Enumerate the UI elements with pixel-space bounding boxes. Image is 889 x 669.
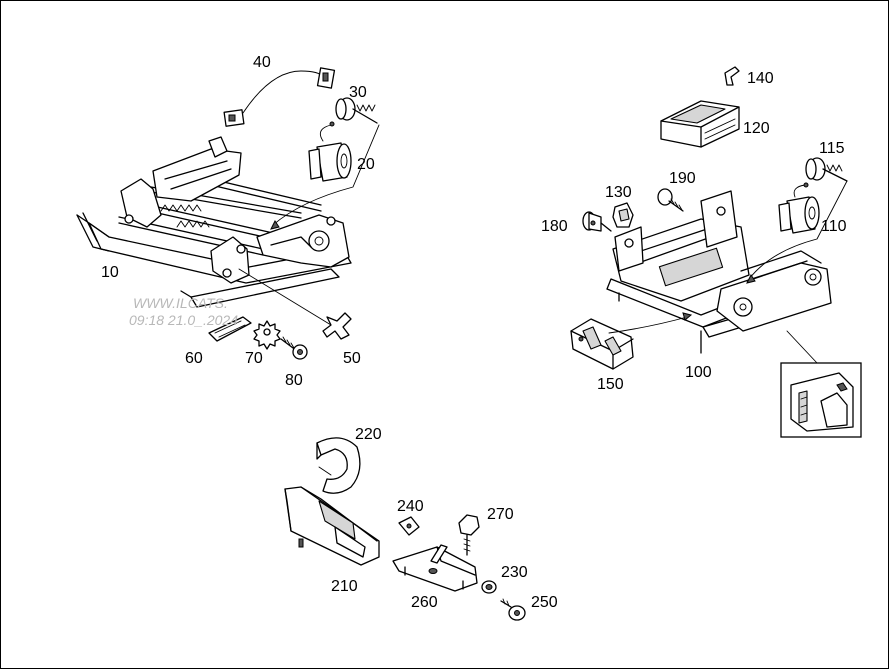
callout-label-220: 220 [355,426,382,443]
callout-label-40: 40 [253,54,271,71]
bushing-part-130[interactable] [612,202,634,228]
cable-harness-part-40[interactable] [223,67,336,127]
callout-label-190: 190 [669,170,696,187]
callout-label-210: 210 [331,578,358,595]
seat-frame-part-100[interactable] [606,190,832,354]
callout-label-120: 120 [743,120,770,137]
gearbox-part-30[interactable] [335,97,378,124]
cover-part-220[interactable] [316,437,361,494]
callout-label-115: 115 [819,140,845,157]
bolt-part-180[interactable] [582,211,612,232]
clip-part-60[interactable] [208,316,252,342]
callout-label-80: 80 [285,372,303,389]
seat-frame-part-10[interactable] [76,136,352,308]
motor-part-20[interactable] [308,121,352,182]
screw-part-250[interactable] [500,598,526,621]
callout-label-50: 50 [343,350,361,367]
callout-label-70: 70 [245,350,263,367]
callout-label-10: 10 [101,264,119,281]
leader-arrow-150 [682,312,693,321]
callout-label-60: 60 [185,350,203,367]
bracket-part-150[interactable] [570,318,634,370]
callout-label-250: 250 [531,594,558,611]
leader-arrow-20 [270,220,280,230]
callout-label-110: 110 [821,218,847,235]
callout-label-130: 130 [605,184,632,201]
leader-line-20 [272,124,380,226]
control-unit-part-120[interactable] [660,100,740,148]
callout-label-20: 20 [357,156,375,173]
bolt-part-270[interactable] [458,514,480,556]
motor-part-110[interactable] [778,182,820,234]
callout-label-100: 100 [685,364,712,381]
clip-part-240[interactable] [398,516,420,536]
watermark-line-1: WWW.ILCATS. [133,295,228,311]
callout-label-140: 140 [747,70,774,87]
callout-label-30: 30 [349,84,367,101]
leader-arrow-110 [746,274,756,284]
trim-panel-part-210[interactable] [284,486,380,566]
adjuster-knob-part-50[interactable] [238,268,352,340]
bolt-part-190[interactable] [657,188,684,212]
bolt-part-80[interactable] [280,336,308,360]
watermark-line-2: 09:18 21.0_.2024 [129,312,238,328]
callout-label-150: 150 [597,376,624,393]
clip-part-140[interactable] [724,66,740,86]
washer-part-230[interactable] [481,580,497,594]
callout-label-230: 230 [501,564,528,581]
leader-line-150 [608,316,688,334]
callout-label-260: 260 [411,594,438,611]
star-washer-part-70[interactable] [253,320,281,350]
leader-line-110 [748,180,848,280]
callout-label-270: 270 [487,506,514,523]
callout-label-180: 180 [541,218,568,235]
bracket-part-260[interactable] [392,544,478,592]
callout-label-240: 240 [397,498,424,515]
gearbox-part-115[interactable] [805,157,848,182]
detail-inset-box[interactable] [780,330,862,438]
